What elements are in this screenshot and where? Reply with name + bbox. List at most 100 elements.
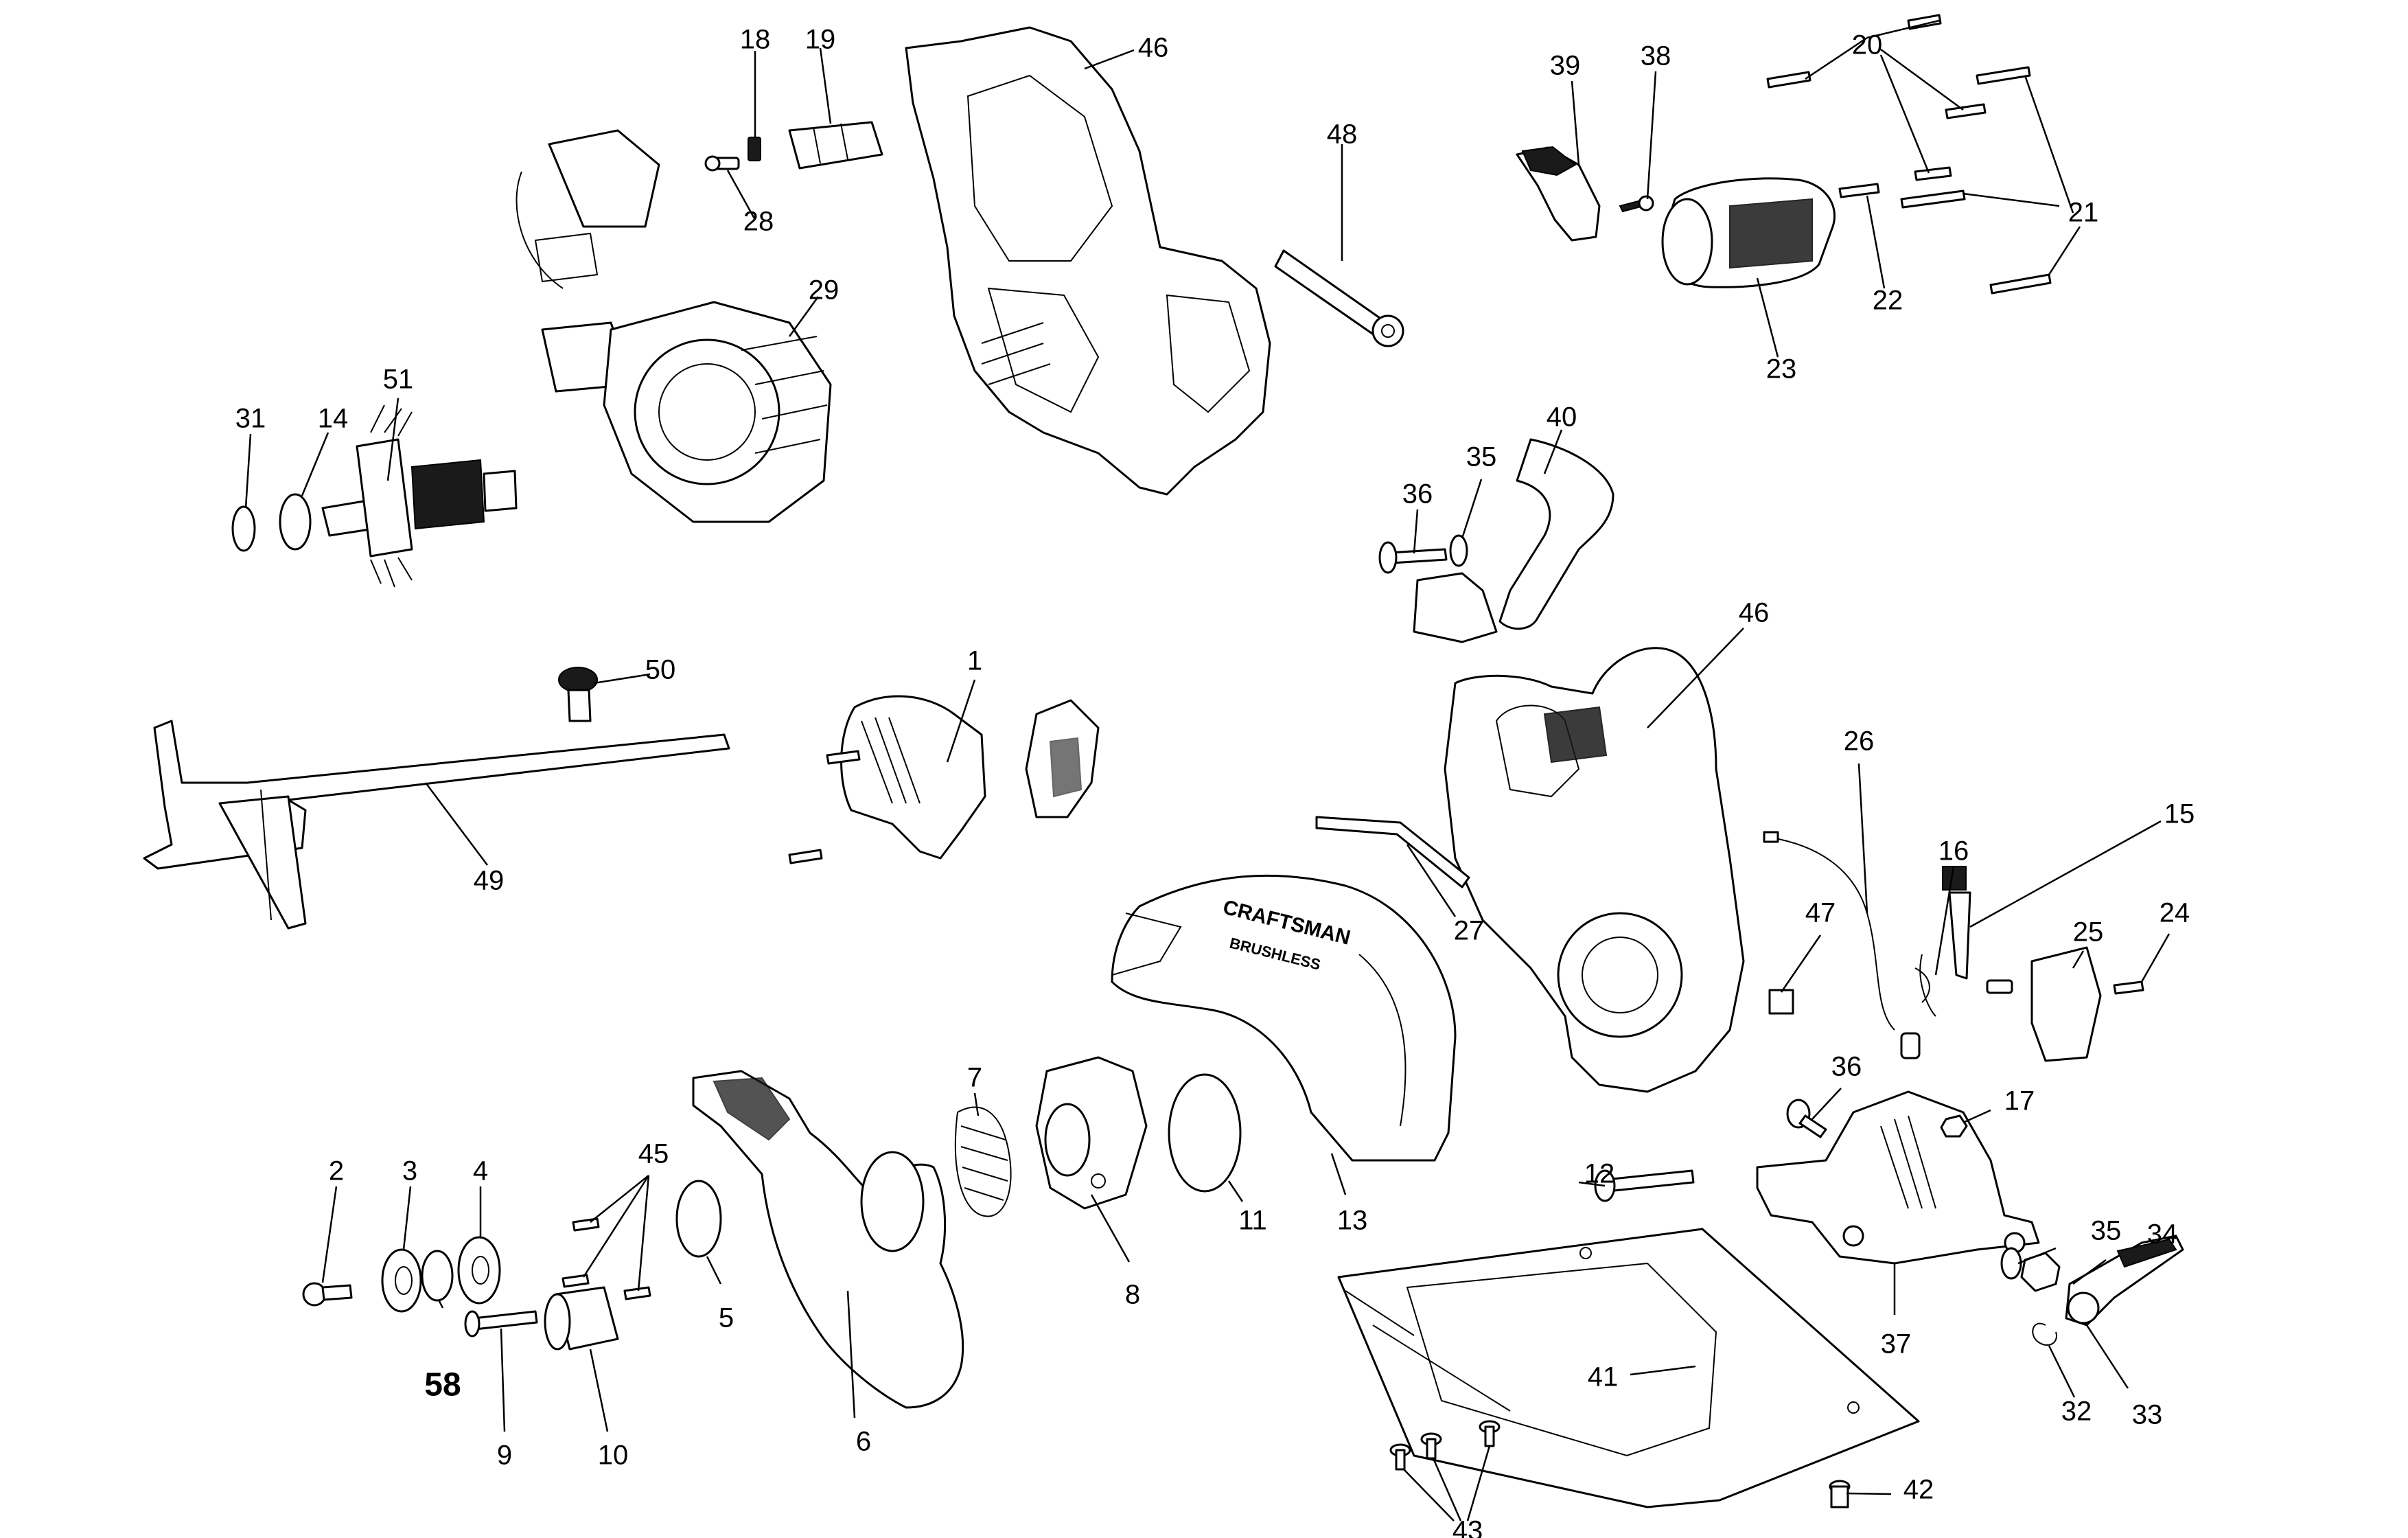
callout-21: 21 [2068,198,2099,228]
callout-35-lower: 35 [2091,1216,2122,1246]
callout-14: 14 [318,404,349,434]
callout-42: 42 [1903,1475,1934,1505]
part-24-screw [2113,980,2144,995]
part-31-washer [231,505,256,552]
callout-48: 48 [1327,119,1358,150]
callout-22: 22 [1873,286,1903,316]
part-19-switch [788,121,883,170]
part-29-motor-assembly [516,129,832,523]
part-13-upper-guard: CRAFTSMAN BRUSHLESS [1111,874,1457,1162]
callout-7: 7 [967,1063,982,1093]
part-18-screw [748,137,761,161]
part-4-inner-washer [457,1236,501,1305]
callout-41: 41 [1588,1362,1619,1392]
part-17-nut [1940,1114,1968,1138]
callout-12: 12 [1584,1159,1615,1189]
part-35-washer-lower [2000,1247,2022,1280]
part-33-nut [2020,1252,2061,1292]
callout-45: 45 [638,1139,669,1169]
callout-39: 39 [1550,51,1581,81]
callout-15: 15 [2164,799,2195,829]
part-46-housing-top [905,26,1271,496]
part-27-hex-wrench [1315,816,1470,888]
part-38-screw [1619,195,1654,213]
part-47-block [1768,989,1794,1015]
callout-36-lower: 36 [1831,1052,1862,1082]
callout-29: 29 [809,275,840,306]
part-15-button [1942,866,1971,980]
callout-31: 31 [235,404,266,434]
part-6-lower-guard [692,1070,964,1409]
callout-19: 19 [805,25,836,55]
callout-labels: 18 19 46 28 29 48 39 38 20 21 22 23 31 1… [235,25,2195,1538]
callout-1: 1 [967,646,982,676]
callout-23: 23 [1766,354,1797,384]
callout-51: 51 [383,365,414,395]
callout-38: 38 [1641,41,1671,71]
part-2-blade-bolt [302,1282,353,1307]
callout-47: 47 [1805,898,1836,928]
part-45-screws [562,1217,651,1300]
callout-13: 13 [1337,1206,1368,1236]
part-51-armature [321,404,518,588]
part-10-bushing [544,1286,619,1351]
part-42-pin [1829,1480,1851,1508]
callout-11: 11 [1238,1206,1267,1236]
callout-4: 4 [473,1156,488,1186]
part-39-lever [1516,146,1601,242]
callout-25: 25 [2073,917,2104,948]
callout-2: 2 [329,1156,344,1186]
callout-16: 16 [1938,836,1969,866]
part-23-handle [1661,177,1836,288]
callout-36-top: 36 [1402,479,1433,509]
part-25-bracket [1986,946,2102,1062]
part-1-baffle [840,695,1100,860]
callout-32: 32 [2061,1397,2092,1427]
part-5-ring [675,1180,722,1258]
callout-35-top: 35 [1466,442,1497,472]
part-35-washer-top [1449,534,1468,567]
part-50-knob [558,667,598,722]
part-49-rip-fence [143,720,730,930]
callout-34: 34 [2147,1219,2178,1250]
part-46-housing-middle [1444,647,1745,1093]
callout-8: 8 [1125,1280,1140,1310]
part-3-outer-washer [381,1248,422,1313]
part-32-clip [2032,1322,2057,1346]
callout-5: 5 [719,1303,734,1333]
callout-40: 40 [1547,402,1577,433]
part-34-bevel-lever [2065,1235,2184,1327]
part-43-screws [1389,1420,1501,1471]
callout-46-middle: 46 [1739,598,1770,628]
callout-24: 24 [2160,898,2190,928]
callout-43: 43 [1452,1516,1483,1538]
part-7-spring [954,1106,1012,1217]
part-28-screw [704,155,740,172]
callout-28: 28 [743,207,774,237]
part-14-ring [279,493,312,551]
callout-27: 27 [1454,916,1485,946]
part-36-bolt-lower [1786,1099,1827,1138]
part-16-spring [1900,954,1936,1059]
part-48-pin [1274,249,1404,347]
callout-18: 18 [740,25,771,55]
callout-50: 50 [645,655,676,685]
callout-58: 58 [424,1367,461,1403]
part-58-o-ring [421,1250,454,1302]
callout-6: 6 [856,1427,871,1457]
part-9-pin [464,1310,538,1338]
callout-37: 37 [1881,1329,1912,1359]
callout-26: 26 [1844,726,1875,757]
callout-3: 3 [402,1156,417,1186]
part-11-ring [1168,1073,1242,1193]
callout-9: 9 [497,1441,512,1471]
callout-20: 20 [1852,30,1883,60]
callout-49: 49 [474,866,505,896]
callout-46-top: 46 [1138,33,1169,63]
part-8-hub [1035,1056,1148,1210]
callout-17: 17 [2004,1086,2035,1116]
part-40-guard-lever [1413,438,1614,643]
part-41-shoe-plate [1337,1228,1920,1508]
callout-10: 10 [598,1441,629,1471]
